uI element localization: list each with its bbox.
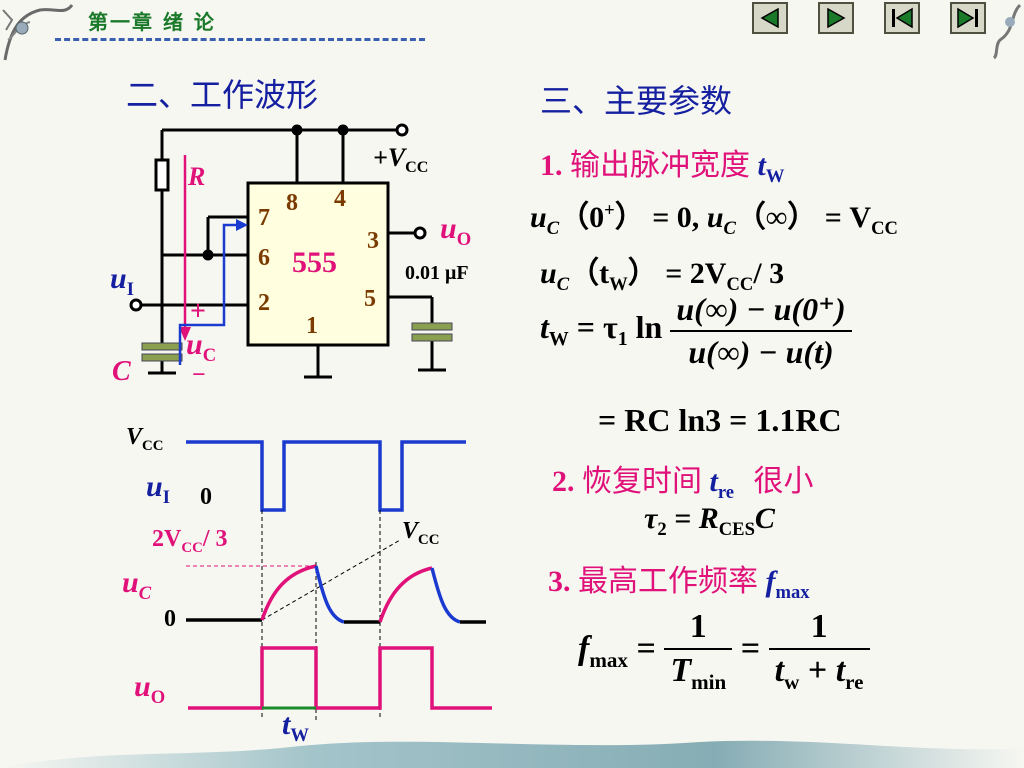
header-divider [55, 38, 425, 41]
first-icon [892, 7, 913, 29]
uc-label: uC [186, 328, 217, 366]
pin1-label: 1 [306, 313, 318, 339]
wave-vcc-label: VCC [126, 424, 164, 454]
wave-uo-label: uO [134, 670, 166, 708]
ui-label: uI [110, 262, 134, 300]
c-label: C [112, 356, 131, 387]
first-button[interactable] [884, 2, 920, 34]
uo-label: uO [440, 212, 472, 250]
uo-waveform [188, 646, 492, 710]
waveform-heading: 二、工作波形 [126, 76, 319, 114]
eq-tw-result: = RC ln3 = 1.1RC [598, 402, 842, 438]
vcc-label: +VCC [373, 143, 429, 177]
eq-uc-tw: uC（tW） = 2VCC/ 3 [540, 257, 785, 295]
pin3-label: 3 [367, 228, 379, 254]
eq-tau2: τ2 = RCESC [644, 502, 775, 540]
corner-ornament [0, 0, 80, 70]
r-label: R [188, 162, 206, 191]
wave-vcc2-label: VCC [402, 518, 440, 548]
next-button[interactable] [818, 2, 854, 34]
pin5-label: 5 [364, 286, 376, 312]
cap-value-label: 0.01 μF [405, 262, 469, 284]
next-icon [827, 7, 846, 29]
last-icon [957, 7, 978, 29]
chapter-title: 第一章 绪 论 [88, 10, 216, 34]
pin6-label: 6 [258, 245, 270, 271]
wave-uc-zero: 0 [164, 606, 176, 632]
plus-sign: + [190, 296, 206, 327]
two-vcc-label: 2VCC/ 3 [152, 526, 228, 556]
prev-icon [760, 7, 779, 29]
eq-fmax: fmax = 1 Tmin = 1 tw + tre [578, 608, 870, 695]
corner-ornament-right [990, 0, 1024, 60]
pin4-label: 4 [334, 186, 346, 212]
eq-uc-initial: uC（0+） = 0, uC（∞） = VCC [530, 200, 898, 239]
wave-ui-label: uI [146, 470, 170, 508]
pin8-label: 8 [286, 190, 298, 216]
params-heading: 三、主要参数 [540, 82, 733, 120]
param2-title: 2. 恢复时间 tre 很小 [552, 464, 814, 503]
waveform-plot [186, 440, 492, 720]
param3-title: 3. 最高工作频率 fmax [548, 564, 810, 603]
pin2-label: 2 [258, 290, 270, 316]
prev-button[interactable] [752, 2, 788, 34]
uc-charge-curve [260, 564, 317, 621]
wave-ui-zero: 0 [200, 484, 212, 510]
wave-uc-label: uC [122, 566, 152, 604]
param1-title: 1. 输出脉冲宽度 tW [540, 148, 785, 187]
minus-sign: − [192, 362, 206, 388]
bottom-decoration [0, 740, 1024, 768]
wave-tw-label: tW [282, 708, 309, 746]
uc-discharge-curve [314, 565, 345, 624]
circuit-diagram [129, 123, 453, 379]
pin7-label: 7 [258, 205, 270, 231]
chip-label: 555 [292, 246, 337, 279]
eq-tw-formula: tW = τ1 ln u(∞) − u(0⁺) u(∞) − u(t) [540, 290, 852, 371]
ui-waveform [186, 440, 466, 512]
last-button[interactable] [950, 2, 986, 34]
